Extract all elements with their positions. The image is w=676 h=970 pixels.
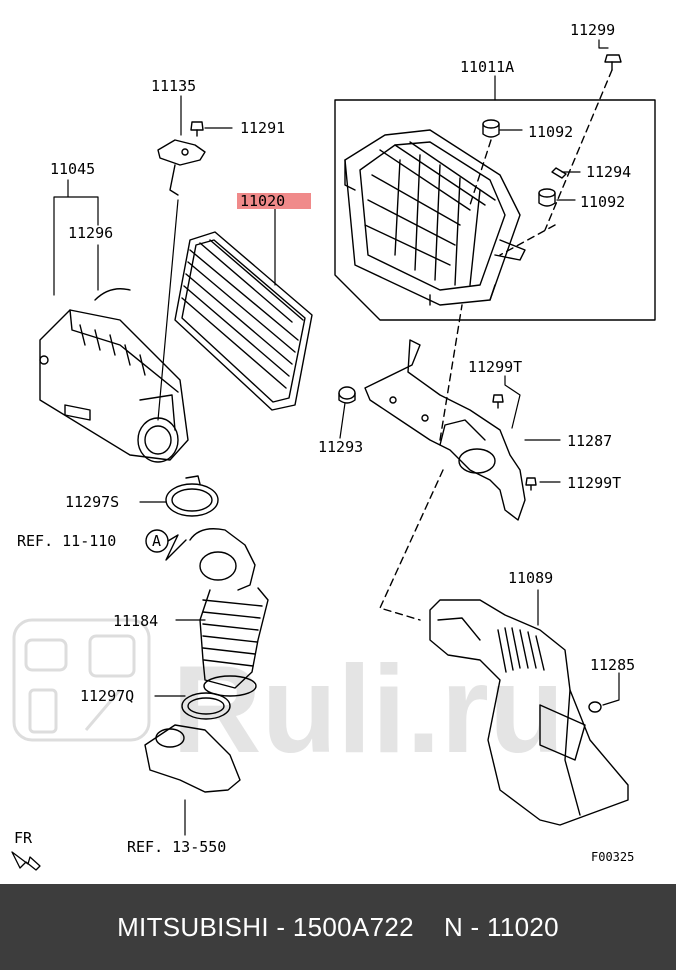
screw-11291 [190,121,204,137]
footer-bar: MITSUBISHI - 1500A722 N - 11020 [0,884,676,970]
label-11297q: 11297Q [80,687,134,705]
grommet-11285 [588,701,602,713]
air-filter-element-11020 [174,231,313,411]
label-11135: 11135 [151,77,196,95]
label-11299t-b: 11299T [567,474,621,492]
label-11294: 11294 [586,163,631,181]
air-cleaner-upper-case [344,129,526,306]
fr-arrow-icon [11,851,41,871]
diagram-svg: Ruli.ru [11,21,656,871]
label-11296: 11296 [68,224,113,242]
grommet-11092-a [482,119,500,138]
bolt-11299 [604,54,622,71]
label-11299: 11299 [570,21,615,39]
hose-11296 [94,288,131,301]
watermark-tool-icon [84,689,122,731]
watermark-engine-icon [24,638,68,672]
label-11297s: 11297S [65,493,119,511]
leader-assembly-dash [499,224,556,256]
leader-11092a-dash [469,139,492,206]
watermark [12,618,151,742]
label-11045: 11045 [50,160,95,178]
clamp-11297q [181,692,231,720]
label-11089: 11089 [508,569,553,587]
air-cleaner-lower-case [39,309,189,463]
parts-diagram: Ruli.ru [11,21,656,871]
leader-lines [53,39,620,836]
label-11092-b: 11092 [580,193,625,211]
footer-part-number: MITSUBISHI - 1500A722 N - 11020 [117,911,559,942]
label-11020: 11020 [240,192,285,210]
throttle-pipe [144,724,241,793]
nut-11293 [338,386,356,404]
label-11291: 11291 [240,119,285,137]
intake-hose-11184 [189,528,269,697]
label-11293: 11293 [318,438,363,456]
label-11184: 11184 [113,612,158,630]
clip-11294 [551,167,567,179]
leader-bracket-up [439,304,463,441]
label-11011a: 11011A [460,58,514,76]
label-ref-11-110: REF. 11-110 [17,532,116,550]
label-11285: 11285 [590,656,635,674]
highlight-11020 [237,193,311,209]
label-11287: 11287 [567,432,612,450]
bracket-11287 [364,339,526,521]
label-ref-13-550: REF. 13-550 [127,838,226,856]
clamp-11297s [165,475,219,517]
label-11299t-a: 11299T [468,358,522,376]
ref-a-pointer [165,534,187,561]
assembly-11011a-frame [334,99,656,321]
watermark-logo-frame [12,618,151,742]
leader-bracket-to-duct [379,469,444,621]
airflow-sensor-11135 [157,139,206,196]
label-ref-a: A [152,532,161,550]
grommet-11092-b [538,188,556,207]
label-11092-a: 11092 [528,123,573,141]
bolt-11299t-a [492,394,504,409]
label-diagram-code: F00325 [591,850,634,864]
label-fr: FR [14,829,33,847]
watermark-oil-icon [28,688,58,734]
leader-11299-dash [544,69,613,231]
intake-duct-11089 [429,599,629,826]
bolt-11299t-b [525,477,537,491]
watermark-door-icon [88,634,136,678]
